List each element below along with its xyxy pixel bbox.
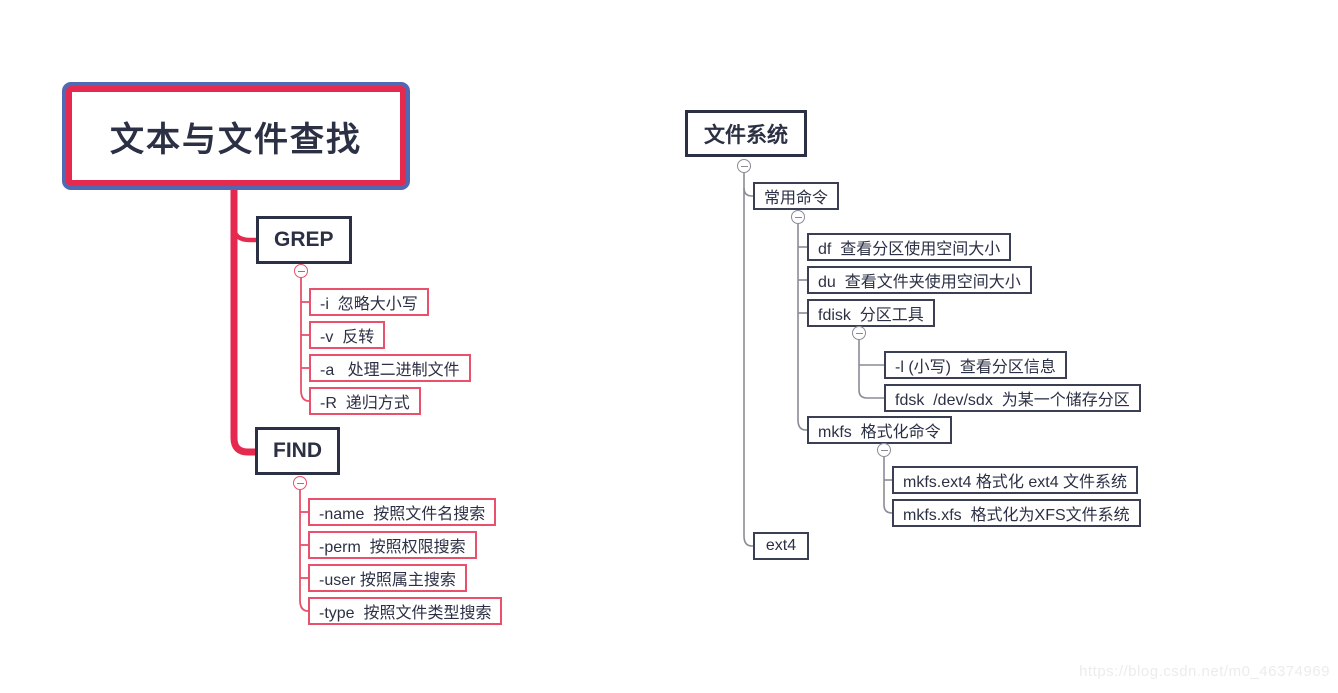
node-fdisk[interactable]: fdisk 分区工具 <box>807 299 935 327</box>
collapse-toggle-fdisk[interactable] <box>852 326 866 340</box>
collapse-toggle-grep[interactable] <box>294 264 308 278</box>
connector-mkfs-children <box>883 457 893 514</box>
connector-fdisk-children <box>858 340 884 399</box>
minus-icon <box>297 270 305 272</box>
connector-grep-children <box>300 278 310 402</box>
node-find-type[interactable]: -type 按照文件类型搜索 <box>308 597 503 625</box>
minus-icon <box>296 482 304 484</box>
trunk-left <box>230 186 255 456</box>
collapse-toggle-find[interactable] <box>293 476 307 490</box>
node-filesystem-root[interactable]: 文件系统 <box>685 110 807 157</box>
node-find-name[interactable]: -name 按照文件名搜索 <box>308 498 497 526</box>
node-grep-R[interactable]: -R 递归方式 <box>309 387 421 415</box>
minus-icon <box>880 449 888 451</box>
collapse-toggle-mkfs[interactable] <box>877 443 891 457</box>
node-grep[interactable]: GREP <box>256 216 352 264</box>
node-ext4[interactable]: ext4 <box>753 532 809 560</box>
node-find-perm[interactable]: -perm 按照权限搜索 <box>308 531 477 559</box>
minus-icon <box>740 165 748 167</box>
node-mkfs-xfs[interactable]: mkfs.xfs 格式化为XFS文件系统 <box>892 499 1141 527</box>
connector-find-children <box>299 490 309 612</box>
node-text-file-search-root[interactable]: 文本与文件查找 <box>66 86 406 186</box>
collapse-toggle-common-commands[interactable] <box>791 210 805 224</box>
node-grep-v[interactable]: -v 反转 <box>309 321 386 349</box>
collapse-toggle-filesystem[interactable] <box>737 159 751 173</box>
connector-filesystem-children <box>743 173 753 547</box>
node-find[interactable]: FIND <box>255 427 340 475</box>
node-find-user[interactable]: -user 按照属主搜索 <box>308 564 467 592</box>
node-mkfs[interactable]: mkfs 格式化命令 <box>807 416 952 444</box>
node-grep-i[interactable]: -i 忽略大小写 <box>309 288 429 316</box>
minus-icon <box>855 332 863 334</box>
watermark-url: https://blog.csdn.net/m0_46374969 <box>1079 663 1330 680</box>
minus-icon <box>794 216 802 218</box>
node-common-commands[interactable]: 常用命令 <box>753 182 840 210</box>
node-fdisk-devsdx[interactable]: fdsk /dev/sdx 为某一个储存分区 <box>884 384 1141 412</box>
node-fdisk-l[interactable]: -l (小写) 查看分区信息 <box>884 351 1067 379</box>
connector-common-commands-children <box>797 224 807 431</box>
node-mkfs-ext4[interactable]: mkfs.ext4 格式化 ext4 文件系统 <box>892 466 1139 494</box>
node-du[interactable]: du 查看文件夹使用空间大小 <box>807 266 1032 294</box>
branch-grep <box>231 226 256 243</box>
node-df[interactable]: df 查看分区使用空间大小 <box>807 233 1012 261</box>
node-grep-a[interactable]: -a 处理二进制文件 <box>309 354 471 382</box>
